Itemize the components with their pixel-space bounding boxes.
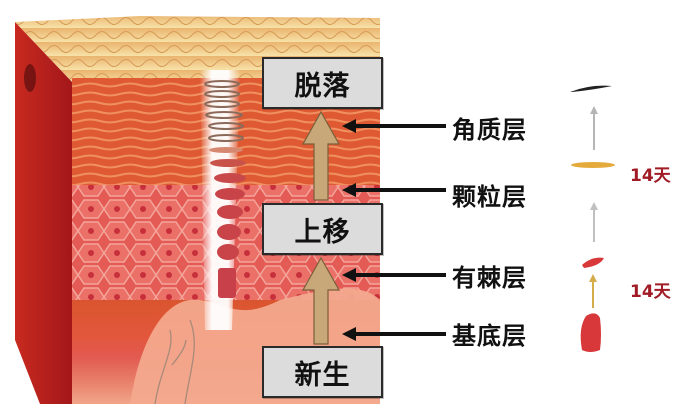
move-up-label: 上移 (294, 216, 351, 248)
shedding-box: 脱落 (262, 57, 383, 109)
pointer-arrow-icon (342, 268, 446, 282)
skin-side-face (15, 22, 72, 404)
pointer-arrow-icon (342, 183, 446, 197)
new-cells-label: 新生 (294, 359, 351, 391)
pointer-arrow-icon (342, 327, 446, 341)
stratum-basale-label: 基底层 (452, 322, 527, 350)
small-red-cell-icon (582, 257, 604, 268)
new-cells-box: 新生 (262, 346, 383, 398)
duration-label: 14天 (630, 166, 671, 186)
flat-yellow-cell-icon (571, 162, 615, 168)
duration-label: 14天 (630, 282, 671, 302)
stratum-granulosum-label: 颗粒层 (452, 183, 527, 211)
shedding-label: 脱落 (294, 70, 351, 102)
move-up-box: 上移 (262, 203, 383, 255)
flat-black-cell-icon (570, 85, 612, 92)
upward-arrow-icon (301, 110, 341, 201)
large-red-cell-icon (580, 313, 601, 352)
stratum-corneum-label: 角质层 (452, 116, 527, 144)
cell-lifecycle-timeline (570, 85, 615, 352)
pointer-arrow-icon (342, 119, 446, 133)
upward-arrow-icon (301, 256, 341, 345)
migrating-cells (204, 80, 246, 298)
stratum-spinosum-label: 有棘层 (452, 264, 527, 292)
